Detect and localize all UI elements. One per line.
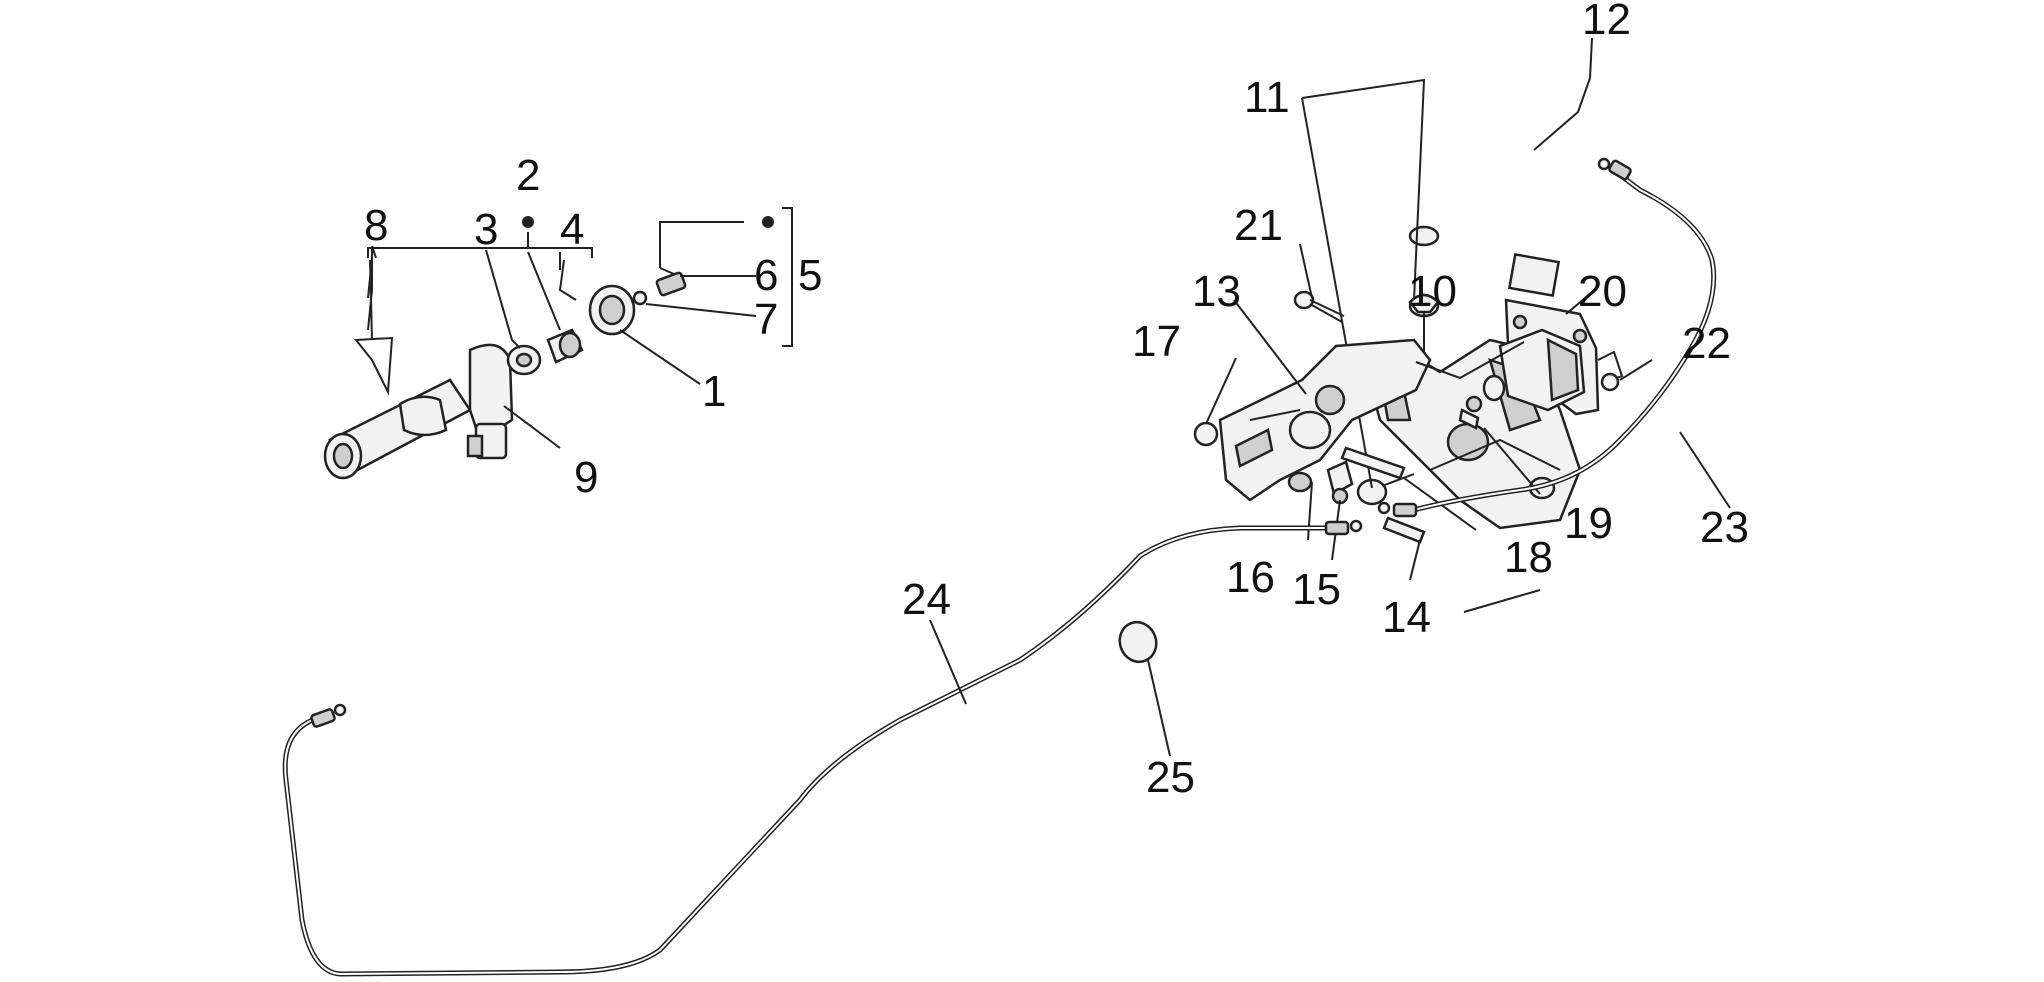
- label-3: 3: [474, 205, 498, 254]
- part-14-pin[interactable]: [1382, 516, 1426, 544]
- part-8-clip[interactable]: [354, 336, 394, 396]
- part-25-cable-clip[interactable]: [1114, 617, 1162, 667]
- callout-labels: 1 2 3 4 5 6 7 8 9 10 11 12 13 14 15 16 1…: [364, 0, 1749, 802]
- label-5: 5: [798, 251, 822, 300]
- label-23: 23: [1700, 503, 1749, 552]
- lower-screw[interactable]: [1356, 473, 1415, 506]
- label-21: 21: [1234, 201, 1283, 250]
- part-1-cap[interactable]: [588, 284, 636, 336]
- label-13: 13: [1192, 267, 1241, 316]
- label-18: 18: [1504, 533, 1553, 582]
- label-4: 4: [560, 205, 584, 254]
- label-10: 10: [1408, 267, 1457, 316]
- cable-24[interactable]: [282, 519, 1363, 977]
- cable-23[interactable]: [1377, 157, 1717, 518]
- label-17: 17: [1132, 317, 1181, 366]
- label-7: 7: [754, 295, 778, 344]
- label-14: 14: [1382, 593, 1431, 642]
- part-21-screw[interactable]: [1293, 290, 1345, 323]
- part-9-lock-body[interactable]: [323, 343, 514, 480]
- label-6: 6: [754, 251, 778, 300]
- label-2: 2: [516, 151, 540, 200]
- label-11: 11: [1244, 73, 1290, 122]
- label-1: 1: [702, 367, 726, 416]
- label-25: 25: [1146, 753, 1195, 802]
- label-15: 15: [1292, 565, 1341, 614]
- part-18-spring[interactable]: [1340, 446, 1406, 480]
- label-24: 24: [902, 575, 951, 624]
- lock-assembly: [323, 207, 793, 480]
- part-7-ball[interactable]: [632, 290, 648, 306]
- part-22-nut[interactable]: [1600, 372, 1620, 392]
- label-20: 20: [1578, 267, 1627, 316]
- part-19-bolt[interactable]: [1458, 395, 1483, 430]
- label-12: 12: [1582, 0, 1631, 44]
- part-13-lever[interactable]: [1218, 338, 1432, 502]
- label-16: 16: [1226, 553, 1275, 602]
- lock-core[interactable]: [546, 328, 584, 364]
- label-19: 19: [1564, 499, 1613, 548]
- lever-assembly: [1193, 243, 1653, 581]
- part-16-washer[interactable]: [1287, 471, 1313, 493]
- label-8: 8: [364, 201, 388, 250]
- part-20-actuator[interactable]: [1482, 328, 1586, 412]
- part-4-spring[interactable]: [558, 259, 577, 301]
- part-17-nut[interactable]: [1193, 421, 1219, 447]
- label-9: 9: [574, 453, 598, 502]
- part-6-pin[interactable]: [655, 271, 687, 297]
- label-22: 22: [1682, 319, 1731, 368]
- part-15-clip[interactable]: [1326, 460, 1354, 505]
